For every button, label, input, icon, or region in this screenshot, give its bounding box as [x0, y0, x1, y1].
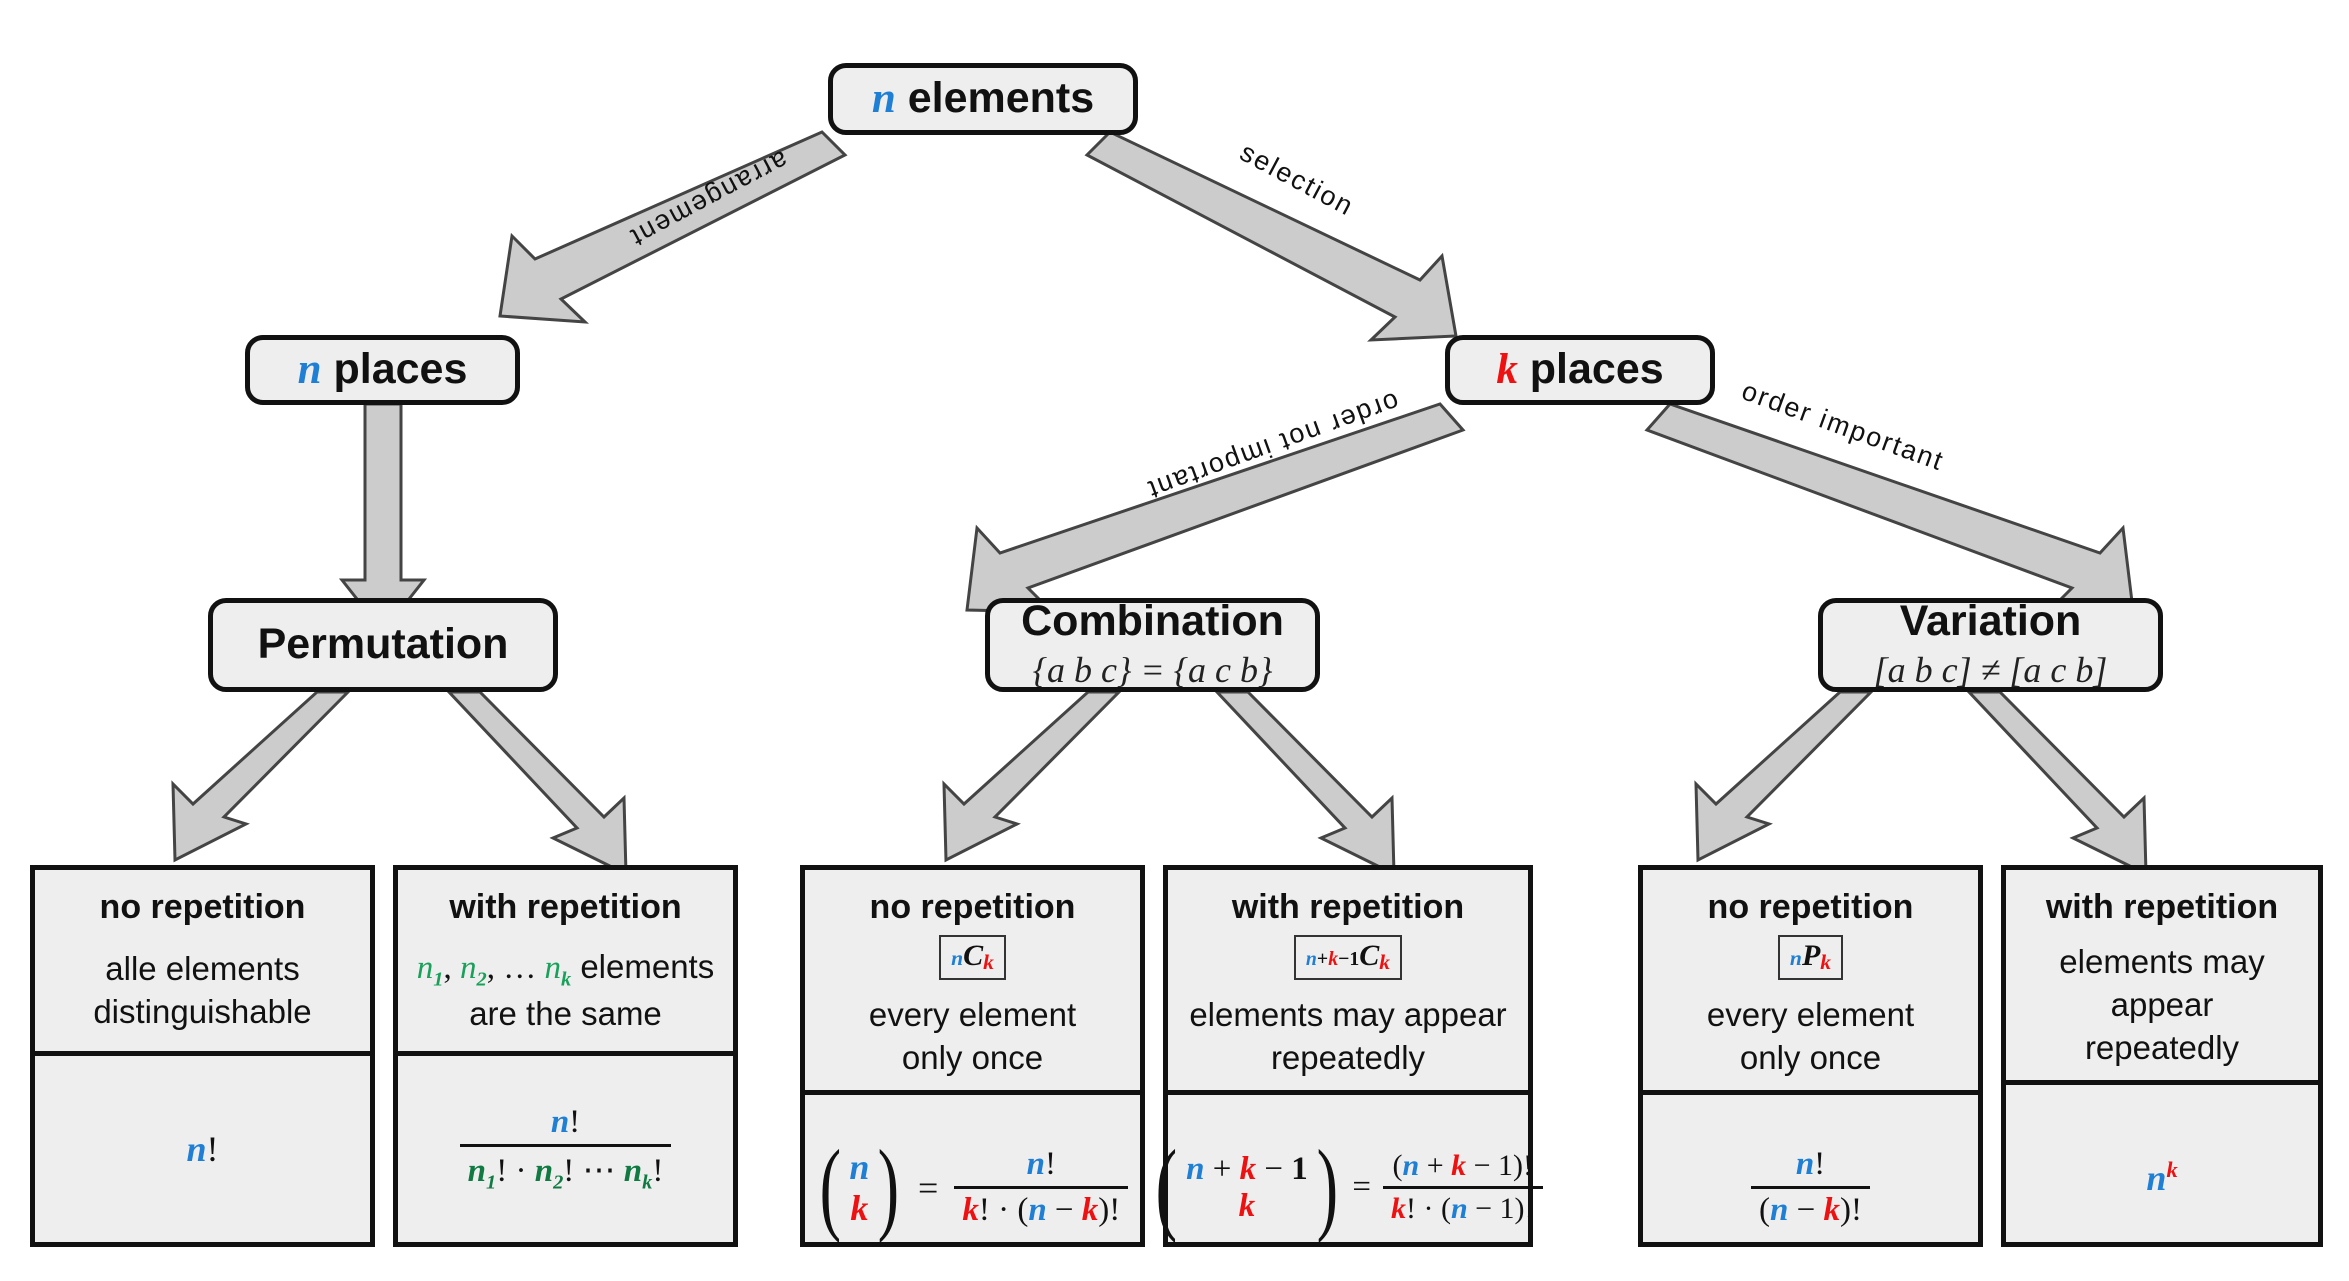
node-n-places-title: n places	[297, 345, 468, 394]
card-upper: with repetition elements may appear repe…	[2006, 870, 2318, 1085]
card-formula: nk	[2146, 1156, 2178, 1198]
card-permutation-with-repetition[interactable]: with repetition n1, n2, … nk elements ar…	[393, 865, 738, 1247]
card-desc-line2: only once	[901, 1038, 1044, 1076]
node-variation-sub: [a b c] ≠ [a c b]	[1873, 649, 2108, 690]
card-upper: with repetition n+k−1Ck elements may app…	[1168, 870, 1528, 1095]
card-description: every element only once	[1707, 980, 1914, 1080]
node-k-places-title: k places	[1496, 345, 1664, 394]
node-n-places[interactable]: n places	[245, 335, 520, 405]
card-desc-line1: every element	[868, 995, 1077, 1033]
node-combination-title: Combination	[1021, 597, 1284, 646]
card-variation-no-repetition[interactable]: no repetition nPk every element only onc…	[1638, 865, 1983, 1247]
card-upper: no repetition alle elements distinguisha…	[35, 870, 370, 1056]
card-desc-line1: n1, n2, … nk elements	[416, 948, 715, 991]
card-heading: with repetition	[2045, 888, 2279, 926]
card-upper: with repetition n1, n2, … nk elements ar…	[398, 870, 733, 1056]
card-heading: with repetition	[449, 888, 682, 926]
card-heading: no repetition	[869, 888, 1076, 926]
arrow-selection	[1084, 130, 1458, 342]
node-n-places-label: places	[333, 345, 468, 394]
card-description: every element only once	[869, 980, 1076, 1080]
card-notation-tag: n+k−1Ck	[1293, 935, 1403, 980]
card-description: alle elements distinguishable	[93, 934, 311, 1034]
card-formula: ( n k ) = n! k! · (n − k)!	[805, 1095, 1140, 1281]
node-combination[interactable]: Combination {a b c} = {a c b}	[985, 598, 1320, 692]
card-desc-line1: alle elements	[105, 950, 300, 988]
node-variation-title: Variation	[1899, 597, 2082, 646]
variable-k: k	[1496, 346, 1518, 394]
variable-n: n	[297, 346, 322, 394]
card-description: elements may appear repeatedly	[2016, 927, 2308, 1070]
card-desc-line2: distinguishable	[93, 993, 312, 1031]
card-formula: ( n + k − 1 k ) = (n + k − 1)! k! · (n −…	[1156, 1095, 1543, 1281]
card-combination-no-repetition[interactable]: no repetition nCk every element only onc…	[800, 865, 1145, 1247]
card-heading: no repetition	[99, 888, 306, 926]
node-k-places[interactable]: k places	[1445, 335, 1715, 405]
node-n-elements-label: elements	[907, 74, 1095, 123]
card-notation-tag: nCk	[939, 935, 1006, 980]
card-desc-line1: elements may appear	[1189, 995, 1507, 1033]
card-heading: no repetition	[1707, 888, 1914, 926]
card-notation-tag: nPk	[1777, 935, 1844, 980]
edge-label-arrangement: arrangement	[625, 145, 794, 254]
arrow-order-important	[1644, 402, 2135, 614]
card-desc-line2: are the same	[469, 995, 662, 1033]
variable-n: n	[871, 75, 896, 123]
card-upper: no repetition nCk every element only onc…	[805, 870, 1140, 1095]
node-permutation-title: Permutation	[257, 620, 509, 669]
node-permutation[interactable]: Permutation	[208, 598, 558, 692]
edge-label-order-not-important: order not important	[1143, 386, 1403, 505]
node-n-elements-title: n elements	[871, 74, 1095, 123]
card-desc-line1: elements may appear	[2059, 943, 2265, 1023]
node-k-places-label: places	[1529, 345, 1664, 394]
card-upper: no repetition nPk every element only onc…	[1643, 870, 1978, 1095]
edge-label-selection: selection	[1235, 137, 1359, 222]
card-desc-line2: only once	[1739, 1038, 1882, 1076]
arrow-perm-no-rep	[171, 690, 352, 863]
card-permutation-no-repetition[interactable]: no repetition alle elements distinguisha…	[30, 865, 375, 1247]
card-variation-with-repetition[interactable]: with repetition elements may appear repe…	[2001, 865, 2323, 1247]
card-description: n1, n2, … nk elements are the same	[417, 932, 714, 1036]
card-formula: n! (n − k)!	[1643, 1095, 1978, 1281]
arrow-comb-with-rep	[1213, 690, 1396, 877]
arrow-var-with-rep	[1965, 690, 2148, 877]
card-heading: with repetition	[1231, 888, 1465, 926]
card-formula: n! n1! · n2! ⋯ nk!	[398, 1056, 733, 1242]
card-formula: n!	[186, 1129, 219, 1169]
arrow-order-not-important	[965, 402, 1466, 614]
arrow-var-no-rep	[1694, 690, 1875, 863]
arrow-perm-with-rep	[445, 690, 628, 877]
card-description: elements may appear repeatedly	[1189, 980, 1506, 1080]
edge-label-order-important: order important	[1738, 375, 1949, 476]
node-n-elements[interactable]: n elements	[828, 63, 1138, 135]
card-desc-line2: repeatedly	[1270, 1038, 1426, 1076]
node-variation[interactable]: Variation [a b c] ≠ [a c b]	[1818, 598, 2163, 692]
card-desc-line1: every element	[1706, 995, 1915, 1033]
node-combination-sub: {a b c} = {a c b}	[1032, 649, 1273, 690]
arrow-comb-no-rep	[942, 690, 1123, 863]
card-desc-line2: repeatedly	[2084, 1028, 2240, 1066]
card-combination-with-repetition[interactable]: with repetition n+k−1Ck elements may app…	[1156, 865, 1543, 1247]
arrow-arrangement	[498, 130, 848, 324]
